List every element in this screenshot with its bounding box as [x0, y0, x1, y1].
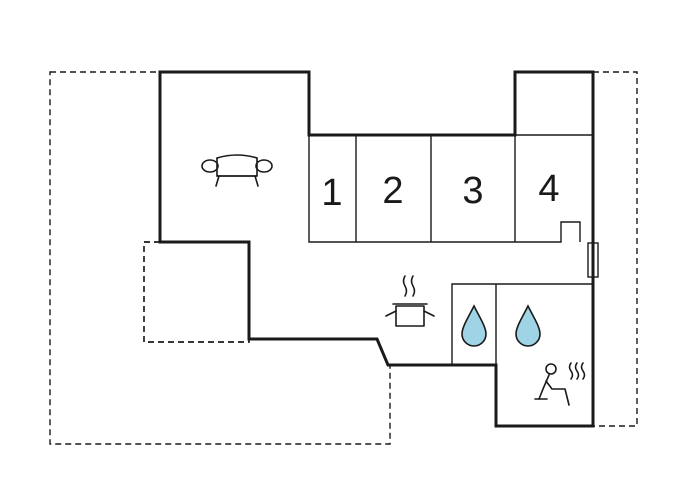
- covered-terrace: [143, 241, 250, 343]
- room-number-1: 1: [321, 172, 342, 214]
- sauna-icon: [534, 362, 586, 406]
- window: [587, 242, 599, 278]
- house-outline: [158, 70, 595, 428]
- cooking-pot-icon: [385, 275, 435, 327]
- terrace-right: [592, 71, 638, 427]
- terrace-areas: [49, 71, 638, 445]
- room-number-3: 3: [462, 170, 483, 212]
- interior-walls: [308, 134, 599, 426]
- water-drop-icon-1: [461, 304, 487, 347]
- water-drop-icon-2: [515, 304, 541, 347]
- room-number-4: 4: [538, 168, 559, 210]
- terrace-left: [49, 71, 391, 445]
- sofa-icon: [201, 154, 273, 187]
- room-number-2: 2: [382, 170, 403, 212]
